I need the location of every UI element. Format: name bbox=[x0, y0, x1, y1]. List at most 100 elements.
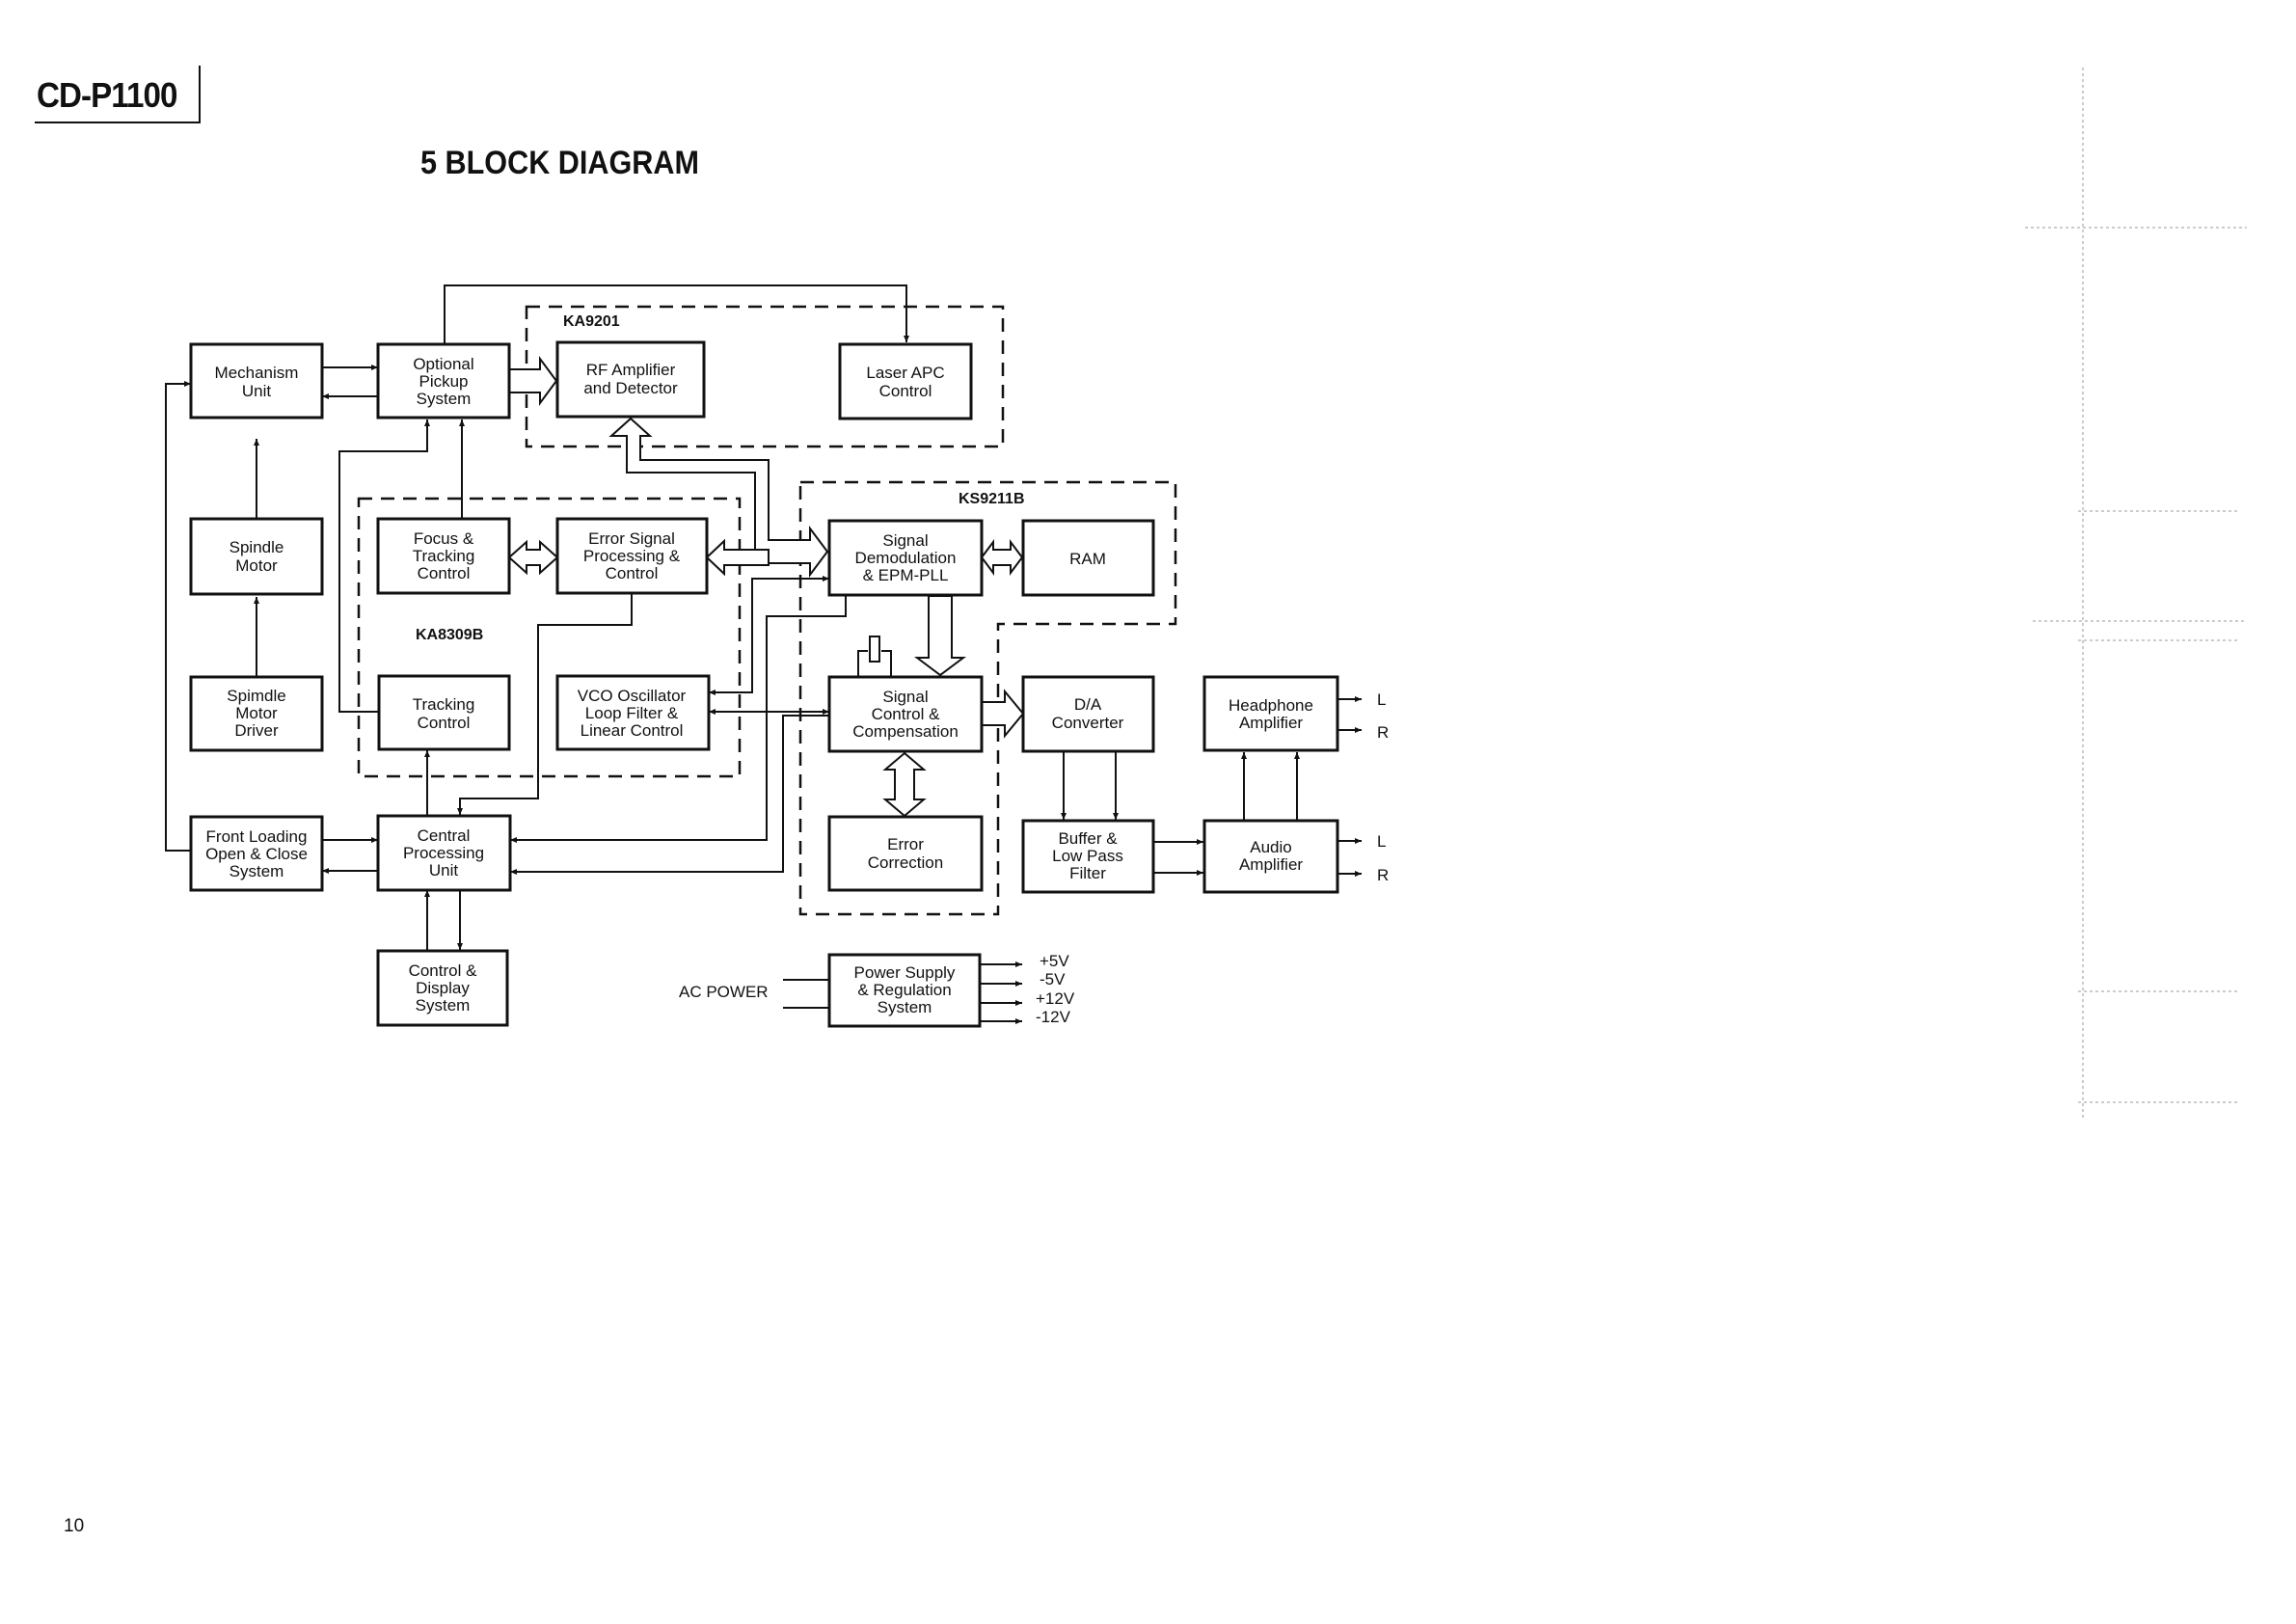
block-front-loading: Front Loading Open & Close System bbox=[189, 815, 324, 892]
svg-text:Control: Control bbox=[418, 564, 471, 582]
svg-text:Error: Error bbox=[887, 835, 924, 853]
svg-text:System: System bbox=[416, 996, 471, 1015]
bus-rf-demod bbox=[608, 417, 829, 578]
chip-label-ka8309b: KA8309B bbox=[416, 627, 483, 643]
svg-text:Motor: Motor bbox=[235, 704, 278, 722]
block-focus-tracking: Focus & Tracking Control bbox=[376, 517, 511, 595]
bus-demod-to-signal-control bbox=[914, 595, 966, 677]
block-signal-demodulation: Signal Demodulation & EPM-PLL bbox=[827, 519, 984, 597]
svg-text:Amplifier: Amplifier bbox=[1239, 714, 1303, 732]
svg-text:RAM: RAM bbox=[1069, 550, 1106, 568]
page-title: 5 BLOCK DIAGRAM bbox=[420, 145, 699, 181]
link-loading-to-mechanism bbox=[165, 381, 191, 852]
svg-text:System: System bbox=[417, 390, 472, 408]
svg-text:Tracking: Tracking bbox=[413, 547, 475, 565]
ac-power-label: AC POWER bbox=[679, 983, 769, 1001]
svg-text:Unit: Unit bbox=[242, 382, 272, 400]
svg-text:Optional: Optional bbox=[413, 355, 473, 373]
link-signal-control-to-cpu bbox=[510, 715, 829, 875]
svg-text:Control &: Control & bbox=[872, 705, 941, 723]
block-error-correction: Error Correction bbox=[827, 815, 984, 892]
headphone-out-r-label: R bbox=[1377, 723, 1389, 742]
model-divider bbox=[199, 66, 201, 123]
svg-text:Buffer &: Buffer & bbox=[1058, 829, 1118, 848]
svg-text:Focus &: Focus & bbox=[414, 529, 474, 548]
svg-text:Display: Display bbox=[416, 979, 470, 997]
voltage-label-4: -12V bbox=[1036, 1008, 1071, 1026]
svg-text:Front Loading: Front Loading bbox=[206, 827, 308, 846]
block-error-signal: Error Signal Processing & Control bbox=[555, 517, 709, 595]
block-spindle-motor: Spindle Motor bbox=[189, 517, 324, 596]
svg-text:Signal: Signal bbox=[882, 688, 928, 706]
svg-text:& EPM-PLL: & EPM-PLL bbox=[863, 566, 949, 584]
svg-text:Demodulation: Demodulation bbox=[855, 549, 957, 567]
model-number: CD-P1100 bbox=[37, 75, 177, 115]
bus-focus-error bbox=[507, 539, 559, 576]
block-tracking-control: Tracking Control bbox=[377, 674, 511, 751]
block-signal-control: Signal Control & Compensation bbox=[827, 675, 984, 753]
svg-text:Spindle: Spindle bbox=[230, 538, 284, 556]
bus-pickup-to-rf bbox=[508, 355, 558, 407]
bus-signal-control-error-correction bbox=[882, 751, 927, 818]
svg-text:Low Pass: Low Pass bbox=[1052, 847, 1123, 865]
svg-text:Power Supply: Power Supply bbox=[854, 963, 956, 982]
svg-text:and Detector: and Detector bbox=[583, 379, 678, 397]
block-headphone-amplifier: Headphone Amplifier bbox=[1202, 675, 1339, 752]
crystal-lead-right bbox=[881, 650, 892, 677]
svg-text:Filter: Filter bbox=[1069, 864, 1106, 882]
svg-text:Correction: Correction bbox=[868, 853, 943, 872]
headphone-out-l-label: L bbox=[1377, 690, 1386, 709]
svg-text:System: System bbox=[878, 998, 932, 1016]
bus-demod-ram bbox=[980, 539, 1024, 576]
svg-text:Mechanism: Mechanism bbox=[215, 364, 299, 382]
link-vco-to-demod bbox=[709, 576, 829, 693]
block-control-display: Control & Display System bbox=[376, 949, 509, 1027]
model-underline bbox=[35, 122, 201, 123]
svg-text:Open & Close: Open & Close bbox=[205, 845, 308, 863]
audio-out-l-label: L bbox=[1377, 832, 1386, 851]
block-power-supply: Power Supply & Regulation System bbox=[827, 953, 982, 1028]
link-demod-to-cpu bbox=[510, 595, 847, 843]
svg-text:Compensation: Compensation bbox=[852, 722, 959, 741]
svg-text:Processing: Processing bbox=[403, 844, 484, 862]
block-ram: RAM bbox=[1021, 519, 1155, 597]
voltage-label-2: -5V bbox=[1040, 970, 1066, 988]
block-spindle-driver: Spimdle Motor Driver bbox=[189, 675, 324, 752]
block-audio-amplifier: Audio Amplifier bbox=[1202, 819, 1339, 894]
svg-text:Motor: Motor bbox=[235, 556, 278, 575]
svg-text:Converter: Converter bbox=[1052, 714, 1124, 732]
ks9211b-boundary bbox=[798, 480, 1177, 916]
crystal-icon bbox=[869, 636, 880, 663]
voltage-label-1: +5V bbox=[1040, 952, 1069, 970]
bus-error-demod bbox=[705, 538, 770, 577]
block-optical-pickup: Optional Pickup System bbox=[376, 342, 511, 420]
block-mechanism-unit: Mechanism Unit bbox=[189, 342, 324, 420]
svg-text:Loop Filter &: Loop Filter & bbox=[585, 704, 679, 722]
link-pickup-laser-apc bbox=[444, 284, 909, 344]
svg-text:Unit: Unit bbox=[429, 861, 459, 880]
svg-text:Headphone: Headphone bbox=[1229, 696, 1313, 715]
link-error-signal-to-cpu bbox=[457, 593, 633, 815]
svg-text:Signal: Signal bbox=[882, 531, 928, 550]
chip-label-ks9211b: KS9211B bbox=[959, 491, 1025, 507]
svg-text:D/A: D/A bbox=[1074, 695, 1102, 714]
svg-text:Processing &: Processing & bbox=[583, 547, 681, 565]
svg-text:Tracking: Tracking bbox=[413, 695, 475, 714]
svg-text:Laser APC: Laser APC bbox=[866, 364, 944, 382]
svg-text:Control &: Control & bbox=[409, 961, 478, 980]
svg-text:Control: Control bbox=[418, 714, 471, 732]
svg-text:Control: Control bbox=[879, 382, 932, 400]
crystal-lead-left bbox=[857, 650, 868, 677]
svg-text:Pickup: Pickup bbox=[419, 372, 468, 391]
page-number: 10 bbox=[64, 1516, 85, 1536]
svg-text:RF Amplifier: RF Amplifier bbox=[586, 361, 676, 379]
svg-text:Error Signal: Error Signal bbox=[588, 529, 675, 548]
svg-text:System: System bbox=[230, 862, 284, 880]
block-da-converter: D/A Converter bbox=[1021, 675, 1155, 753]
svg-text:Audio: Audio bbox=[1250, 838, 1291, 856]
audio-out-r-label: R bbox=[1377, 866, 1389, 884]
chip-label-ka9201: KA9201 bbox=[563, 313, 620, 330]
svg-text:Spimdle: Spimdle bbox=[227, 687, 285, 705]
svg-text:Control: Control bbox=[606, 564, 659, 582]
